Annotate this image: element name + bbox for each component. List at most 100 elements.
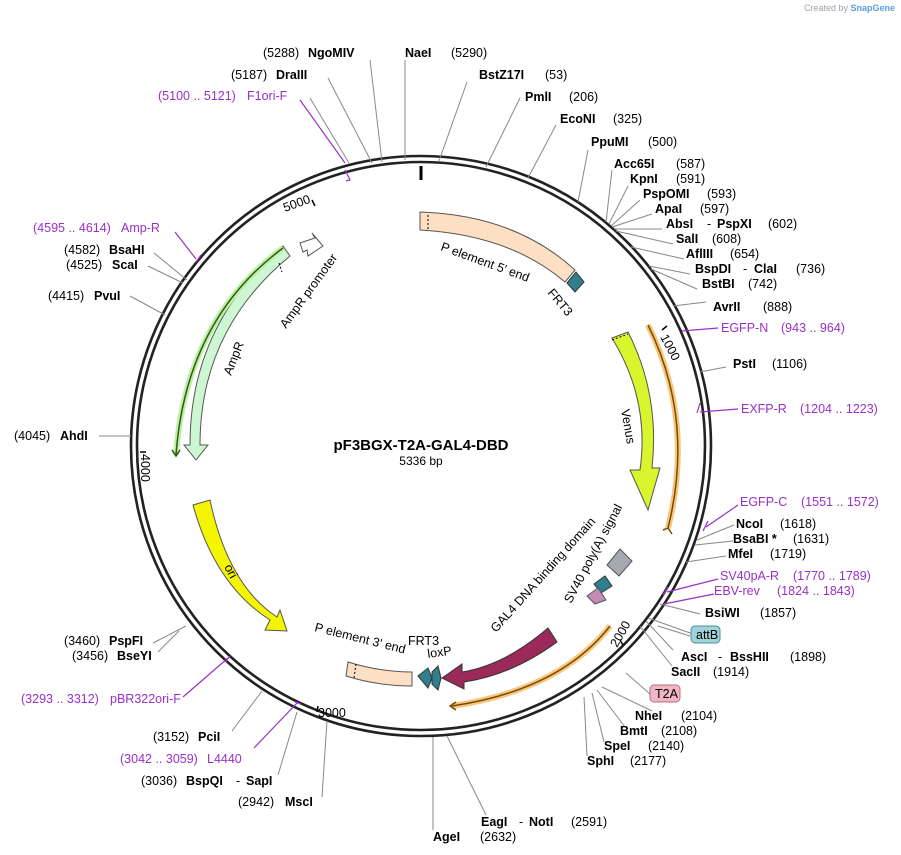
attb-box[interactable] <box>690 625 721 644</box>
enzyme-sapi[interactable]: SapI <box>246 774 272 788</box>
enzyme-bspqi[interactable]: BspQI <box>186 774 223 788</box>
enzyme-psti[interactable]: PstI <box>733 357 756 371</box>
enzyme-pos-afliii: (654) <box>730 247 759 261</box>
enzyme-pos-bsahi: (4582) <box>64 243 100 257</box>
enzyme-pos-mfei: (1719) <box>770 547 806 561</box>
enzyme-pos-pcii: (3152) <box>153 730 189 744</box>
enzyme-bmti[interactable]: BmtI <box>620 724 648 738</box>
label-frt3-top: FRT3 <box>545 286 576 319</box>
enzyme-ncoi[interactable]: NcoI <box>736 517 763 531</box>
enzyme-eagi[interactable]: EagI <box>481 815 507 829</box>
enzyme-noti[interactable]: NotI <box>529 815 553 829</box>
green-arc-head <box>171 449 181 458</box>
enzyme-pos-msci: (2942) <box>238 795 274 809</box>
feature-frt3-top[interactable] <box>566 271 585 293</box>
enzyme-pcii[interactable]: PciI <box>198 730 220 744</box>
snapgene-logo-text: SnapGene <box>850 3 895 13</box>
enzyme-agei[interactable]: AgeI <box>433 830 460 844</box>
enzyme-ngomiv[interactable]: NgoMIV <box>308 46 355 60</box>
enzyme-pspomi[interactable]: PspOMI <box>643 187 690 201</box>
primer-range-egfp-n: (943 .. 964) <box>781 321 845 335</box>
enzyme-mfei[interactable]: MfeI <box>728 547 753 561</box>
enzyme-asci[interactable]: AscI <box>681 650 707 664</box>
enzyme-pmli[interactable]: PmlI <box>525 90 551 104</box>
enzyme-pspxi[interactable]: PspXI <box>717 217 752 231</box>
enzyme-econi[interactable]: EcoNI <box>560 112 595 126</box>
enzyme-absi[interactable]: AbsI <box>666 217 693 231</box>
enzyme-bstz17i[interactable]: BstZ17I <box>479 68 524 82</box>
enzyme-bsiwi[interactable]: BsiWI <box>705 606 740 620</box>
enzyme-asci-sep: - <box>718 650 722 664</box>
enzyme-pspfi[interactable]: PspFI <box>109 634 143 648</box>
enzyme-pos-pvui: (4415) <box>48 289 84 303</box>
enzyme-pos-asci: (1898) <box>790 650 826 664</box>
enzyme-acc65i[interactable]: Acc65I <box>614 157 654 171</box>
enzyme-pos-agei: (2632) <box>480 830 516 844</box>
enzyme-pvui[interactable]: PvuI <box>94 289 120 303</box>
enzyme-bspdi[interactable]: BspDI <box>695 262 731 276</box>
enzyme-absi-sep: - <box>707 217 711 231</box>
enzyme-ppumi[interactable]: PpuMI <box>591 135 629 149</box>
label-frt3-bottom: FRT3 <box>408 634 439 648</box>
feature-gal4-arrow[interactable] <box>441 627 558 690</box>
enzyme-apai[interactable]: ApaI <box>655 202 682 216</box>
label-p-element-3: P element 3' end <box>313 620 407 656</box>
enzyme-bsshii[interactable]: BssHII <box>730 650 769 664</box>
enzyme-pos-ncoi: (1618) <box>780 517 816 531</box>
enzyme-nhei[interactable]: NheI <box>635 709 662 723</box>
backbone-outer <box>129 154 713 738</box>
primer-range-l4440: (3042 .. 3059) <box>120 752 198 766</box>
primer-exfp-r[interactable]: EXFP-R <box>741 402 787 416</box>
enzyme-ahdi[interactable]: AhdI <box>60 429 88 443</box>
enzyme-draiii[interactable]: DraIII <box>276 68 307 82</box>
primer-amp-r[interactable]: Amp-R <box>121 221 160 235</box>
primer-f1ori-f[interactable]: F1ori-F <box>247 89 288 103</box>
tick-label-4000: 4000 <box>138 454 152 482</box>
label-venus: Venus <box>618 408 638 445</box>
enzyme-naei[interactable]: NaeI <box>405 46 431 60</box>
enzyme-bspqi-sep: - <box>236 774 240 788</box>
feature-small-pink[interactable] <box>586 587 607 605</box>
enzyme-sacii[interactable]: SacII <box>671 665 700 679</box>
feature-ampr-dash <box>278 262 283 273</box>
feature-frt3-bottom[interactable] <box>417 667 433 689</box>
enzyme-bsahi[interactable]: BsaHI <box>109 243 144 257</box>
primer-egfp-n[interactable]: EGFP-N <box>721 321 768 335</box>
feature-p-element-3-arrow[interactable] <box>345 661 413 687</box>
primer-range-ebv-rev: (1824 .. 1843) <box>777 584 855 598</box>
enzyme-msci[interactable]: MscI <box>285 795 313 809</box>
feature-ori-arrow[interactable] <box>192 499 288 632</box>
enzyme-avrii[interactable]: AvrII <box>713 300 740 314</box>
enzyme-sali[interactable]: SalI <box>676 232 698 246</box>
t2a-leader <box>625 672 651 695</box>
enzyme-spei[interactable]: SpeI <box>604 739 630 753</box>
t2a-box[interactable] <box>649 684 681 703</box>
primer-range-f1ori: (5100 .. 5121) <box>158 89 236 103</box>
primer-pbr322ori-f[interactable]: pBR322ori-F <box>110 692 181 706</box>
primer-egfp-c[interactable]: EGFP-C <box>740 495 787 509</box>
primer-ebv-rev[interactable]: EBV-rev <box>714 584 761 598</box>
feature-sv40-box[interactable] <box>606 548 633 577</box>
feature-loxp[interactable] <box>431 665 442 691</box>
enzyme-bseyi[interactable]: BseYI <box>117 649 152 663</box>
orange-arc-lower-head <box>448 701 457 711</box>
primer-sv40pa-r[interactable]: SV40pA-R <box>720 569 779 583</box>
feature-p-element-5-arrow[interactable] <box>419 211 576 283</box>
enzyme-afliii[interactable]: AflIII <box>686 247 713 261</box>
plasmid-name: pF3BGX-T2A-GAL4-DBD <box>334 437 509 454</box>
label-ori: ori <box>221 562 240 581</box>
enzyme-clai[interactable]: ClaI <box>754 262 777 276</box>
primer-l4440[interactable]: L4440 <box>207 752 242 766</box>
enzyme-pos-kpni: (591) <box>676 172 705 186</box>
enzyme-kpni[interactable]: KpnI <box>630 172 658 186</box>
enzyme-bsabi[interactable]: BsaBI * <box>733 532 777 546</box>
feature-venus-arrow[interactable] <box>611 331 661 512</box>
enzyme-bstbi[interactable]: BstBI <box>702 277 735 291</box>
enzyme-pos-ppumi: (500) <box>648 135 677 149</box>
enzyme-pos-spei: (2140) <box>648 739 684 753</box>
enzyme-scai[interactable]: ScaI <box>112 258 138 272</box>
feature-ampr-promoter-arrow[interactable] <box>299 232 324 257</box>
enzyme-sphi[interactable]: SphI <box>587 754 614 768</box>
feature-venus-dash <box>611 333 629 341</box>
orange-arc-lower-glow <box>451 624 613 709</box>
